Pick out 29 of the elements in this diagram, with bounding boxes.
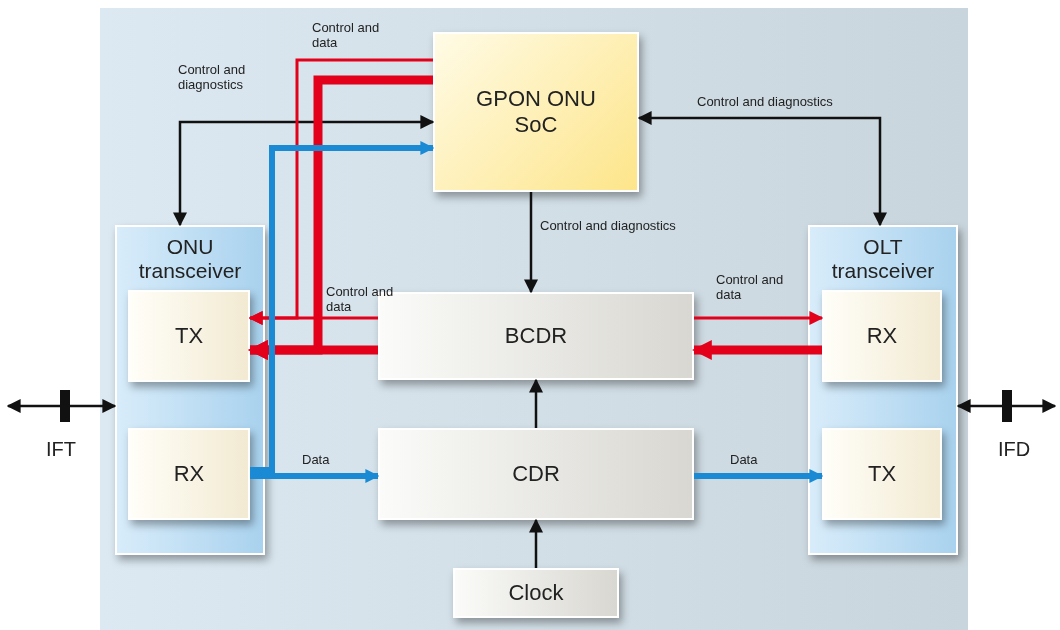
block-box: CDR [378,428,694,520]
panel-heading: ONU transceiver [137,235,243,283]
edge-label: Data [730,452,758,467]
double-arrow [173,115,435,227]
edge-label: Control and diagnostics [178,62,247,92]
block-box: RX [128,428,250,520]
arrow [250,469,380,483]
chip-box: GPON ONU SoC [433,32,639,192]
block-box: TX [822,428,942,520]
transceiver-panel [115,225,265,555]
edge-label: Control and diagnostics [540,218,676,233]
edge-label: Control and data [716,272,785,302]
interface-label: IFT [46,438,76,461]
interface-label: IFD [998,438,1031,461]
arrow [524,192,538,294]
block-box: RX [822,290,942,382]
arrow [250,141,435,473]
arrow [694,311,824,325]
edge-label: Data [302,452,330,467]
transceiver-panel [808,225,958,555]
arrow [694,469,824,483]
block-box: Clock [453,568,619,618]
arrow [529,518,543,568]
arrow [529,378,543,428]
double-arrow [6,399,117,413]
block-box: TX [128,290,250,382]
panel-heading: OLT transceiver [830,235,936,283]
edge-label: Control and data [312,20,381,50]
edge-label: Control and diagnostics [697,94,833,109]
